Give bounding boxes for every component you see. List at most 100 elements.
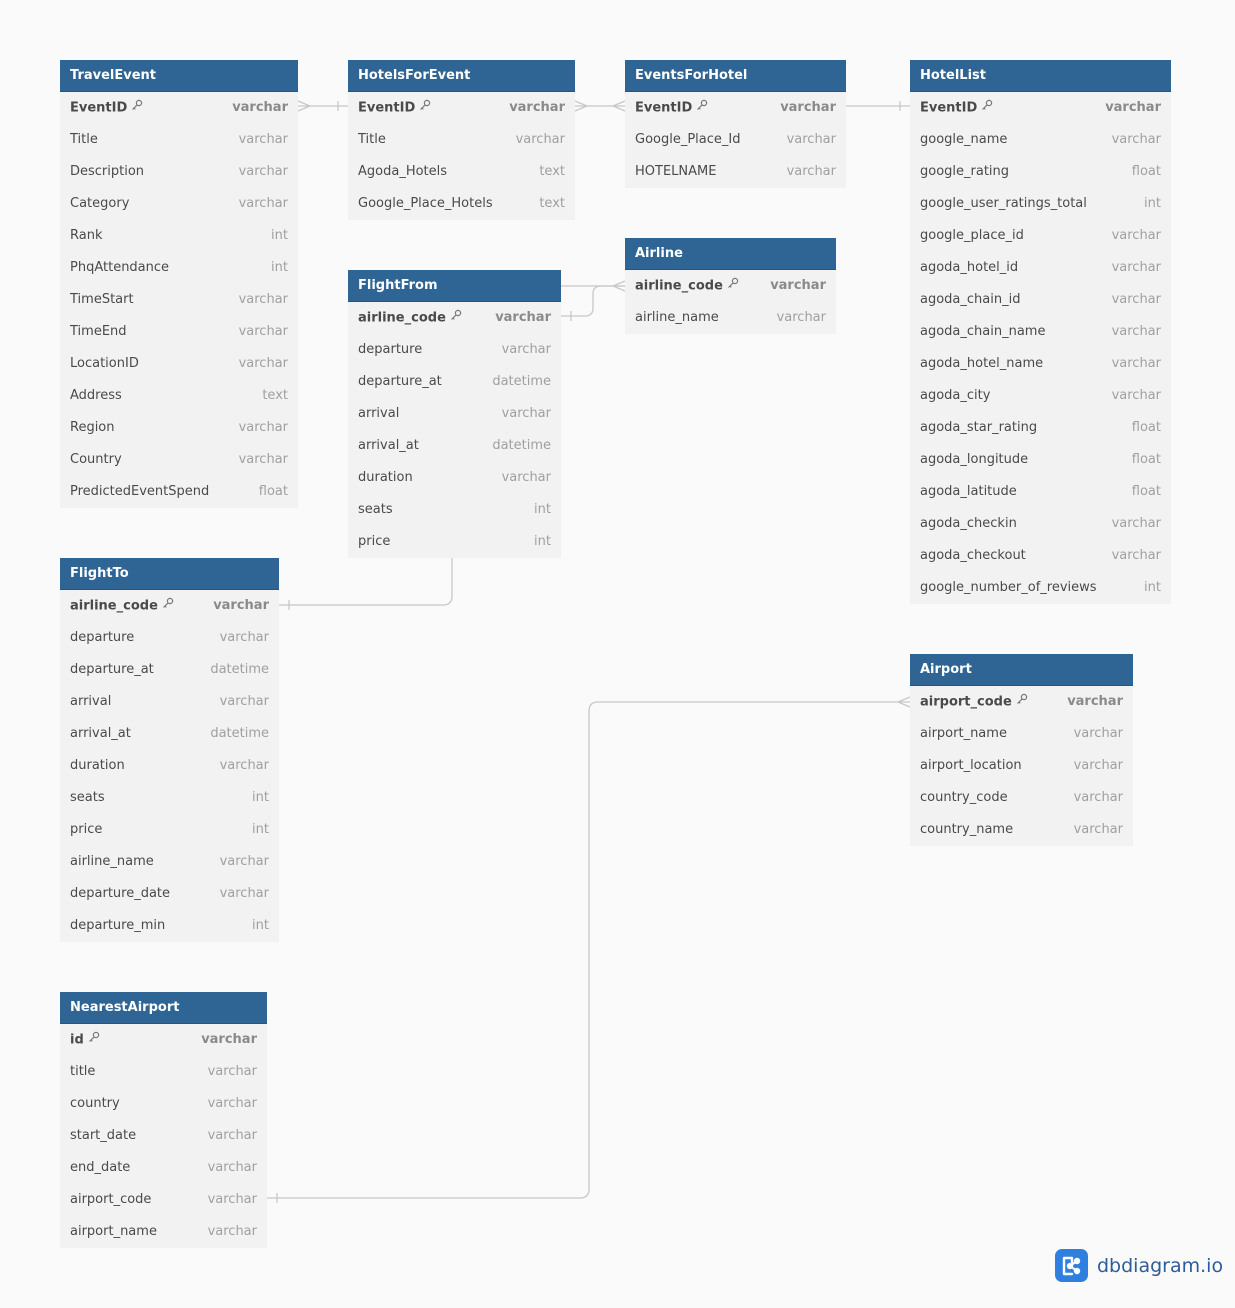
table-header[interactable]: FlightFrom bbox=[348, 270, 561, 302]
field-type: varchar bbox=[219, 854, 269, 869]
table-header[interactable]: Airline bbox=[625, 238, 836, 270]
crow-foot-marker[interactable] bbox=[896, 696, 911, 708]
relationship-line[interactable] bbox=[279, 558, 453, 606]
field-name-text: airline_code bbox=[70, 598, 158, 614]
relationship-line[interactable] bbox=[561, 285, 625, 317]
table-header[interactable]: TravelEvent bbox=[60, 60, 298, 92]
field-type: varchar bbox=[207, 1160, 257, 1175]
crow-foot-marker[interactable] bbox=[611, 100, 626, 112]
table-header[interactable]: HotelsForEvent bbox=[348, 60, 575, 92]
crow-foot-marker[interactable] bbox=[611, 280, 626, 292]
relationship-line[interactable] bbox=[267, 701, 910, 1199]
dbdiagram-brand[interactable]: dbdiagram.io bbox=[1055, 1249, 1223, 1282]
crow-foot-marker[interactable] bbox=[574, 100, 589, 112]
table-header[interactable]: EventsForHotel bbox=[625, 60, 846, 92]
table-header[interactable]: FlightTo bbox=[60, 558, 279, 590]
table-header[interactable]: Airport bbox=[910, 654, 1133, 686]
table-header[interactable]: NearestAirport bbox=[60, 992, 267, 1024]
crow-foot-marker[interactable] bbox=[297, 100, 312, 112]
table-header[interactable]: HotelList bbox=[910, 60, 1171, 92]
